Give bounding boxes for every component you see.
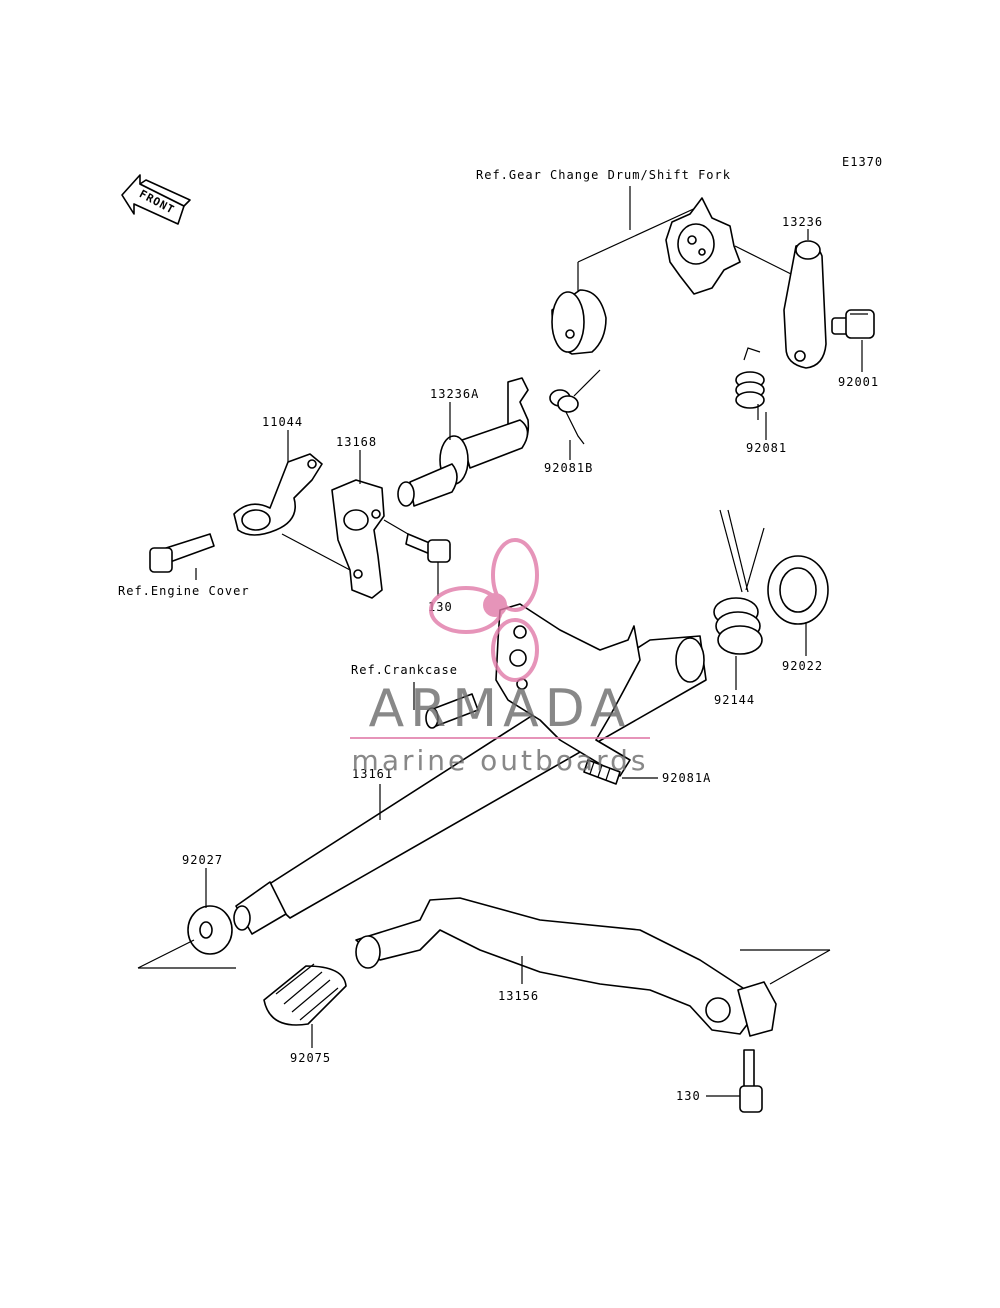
propeller-logo-icon xyxy=(429,538,539,682)
crankcase-stud xyxy=(425,693,479,729)
part-92001-bolt xyxy=(831,309,875,339)
ref-drum-bracket xyxy=(577,186,701,292)
watermark: ARMADA marine outboards xyxy=(350,538,650,777)
ref-engine-cover-label: Ref.Engine Cover xyxy=(118,584,250,598)
label-13156: 13156 xyxy=(498,989,539,1003)
part-13156-shift-pedal xyxy=(355,897,777,1037)
part-130-lower-bolt xyxy=(739,1049,763,1113)
label-13161: 13161 xyxy=(352,767,393,781)
label-92001: 92001 xyxy=(838,375,879,389)
label-130-lower: 130 xyxy=(676,1089,701,1103)
label-13236A: 13236A xyxy=(430,387,479,401)
drum-pin-plate xyxy=(665,197,741,295)
part-92022-washer xyxy=(767,555,829,625)
part-92144-spring xyxy=(713,509,765,655)
part-92081-spring xyxy=(735,347,765,420)
label-92027: 92027 xyxy=(182,853,223,867)
label-92081: 92081 xyxy=(746,441,787,455)
label-92081B: 92081B xyxy=(544,461,593,475)
watermark-tagline: marine outboards xyxy=(352,744,649,777)
part-130-upper-bolt xyxy=(405,533,451,563)
part-13168-link xyxy=(331,479,385,599)
part-11044-arm xyxy=(233,453,323,536)
label-92081A: 92081A xyxy=(662,771,711,785)
label-11044: 11044 xyxy=(262,415,303,429)
part-13236A-shaft xyxy=(397,377,530,507)
part-92027-washer xyxy=(187,905,233,955)
label-92022: 92022 xyxy=(782,659,823,673)
ref-crankcase-label: Ref.Crankcase xyxy=(351,663,458,677)
part-92075-rubber xyxy=(263,963,347,1026)
part-13236-lever xyxy=(783,240,827,369)
label-13168: 13168 xyxy=(336,435,377,449)
part-92081B-spring xyxy=(549,369,601,445)
part-92081A-spring xyxy=(583,759,621,785)
label-92144: 92144 xyxy=(714,693,755,707)
watermark-brand: ARMADA xyxy=(369,679,632,739)
drum-end-cylinder xyxy=(551,289,607,355)
front-arrow-icon: FRONT xyxy=(121,174,191,225)
part-13161-shift-shaft xyxy=(233,603,707,935)
diagram-code: E1370 xyxy=(842,155,883,169)
label-13236: 13236 xyxy=(782,215,823,229)
engine-cover-bolt xyxy=(149,533,215,573)
ref-drum-label: Ref.Gear Change Drum/Shift Fork xyxy=(476,168,731,182)
label-92075: 92075 xyxy=(290,1051,331,1065)
